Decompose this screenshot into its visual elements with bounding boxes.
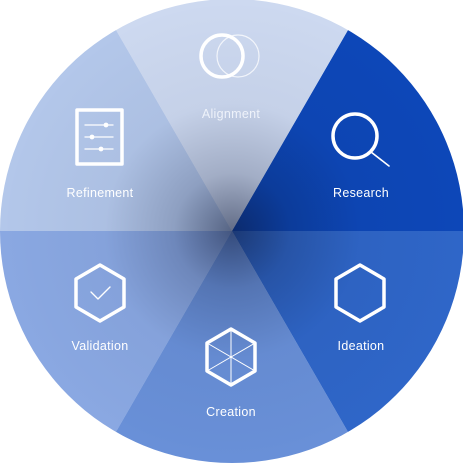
hexagon-icon (334, 263, 386, 323)
hexagon-check-icon (74, 263, 126, 323)
magnifier-icon (331, 112, 390, 167)
label-creation: Creation (206, 405, 256, 419)
overlapping-circles-icon (199, 33, 260, 79)
label-validation: Validation (72, 339, 129, 353)
segmented-hexagon-icon (205, 327, 257, 387)
label-research: Research (333, 186, 389, 200)
clipboard-list-icon (75, 108, 124, 166)
label-alignment: Alignment (202, 107, 261, 121)
label-ideation: Ideation (338, 339, 385, 353)
label-refinement: Refinement (67, 186, 134, 200)
